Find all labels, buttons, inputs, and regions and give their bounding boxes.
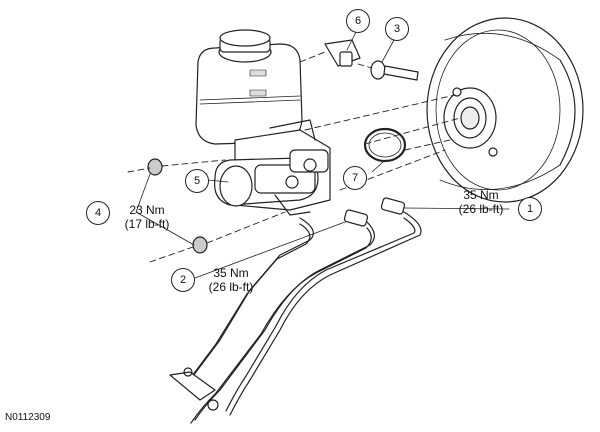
mounting-nut-upper <box>147 158 163 176</box>
torque-nm-4: 23 Nm <box>129 203 165 217</box>
torque-lbft-2: (26 lb-ft) <box>208 280 254 294</box>
callout-7: 7 <box>343 166 367 190</box>
fitting-6 <box>324 39 361 67</box>
master-cylinder <box>213 119 331 216</box>
torque-lbft-1: (26 lb-ft) <box>458 202 504 216</box>
brake-booster <box>426 17 584 203</box>
callout-4: 4 <box>86 201 110 225</box>
fluid-reservoir <box>195 29 303 145</box>
figure-reference-id: N0112309 <box>5 412 51 423</box>
line-fitting-2 <box>343 209 369 227</box>
callout-2: 2 <box>171 268 195 292</box>
alignment-lines <box>127 51 461 263</box>
fitting-3 <box>370 60 419 81</box>
brake-lines <box>169 211 422 424</box>
torque-label-2: 35 Nm (26 lb-ft) <box>196 266 266 294</box>
callout-5: 5 <box>185 169 209 193</box>
torque-label-4: 23 Nm (17 lb-ft) <box>112 203 182 231</box>
mounting-nut-lower <box>192 236 208 254</box>
torque-label-1: 35 Nm (26 lb-ft) <box>446 188 516 216</box>
o-ring-7 <box>363 127 407 163</box>
torque-nm-1: 35 Nm <box>463 188 499 202</box>
callout-1: 1 <box>518 197 542 221</box>
callout-3: 3 <box>385 17 409 41</box>
torque-lbft-4: (17 lb-ft) <box>124 217 170 231</box>
callout-6: 6 <box>346 9 370 33</box>
torque-nm-2: 35 Nm <box>213 266 249 280</box>
leader-lines <box>135 29 510 279</box>
line-fitting-1 <box>380 197 406 215</box>
